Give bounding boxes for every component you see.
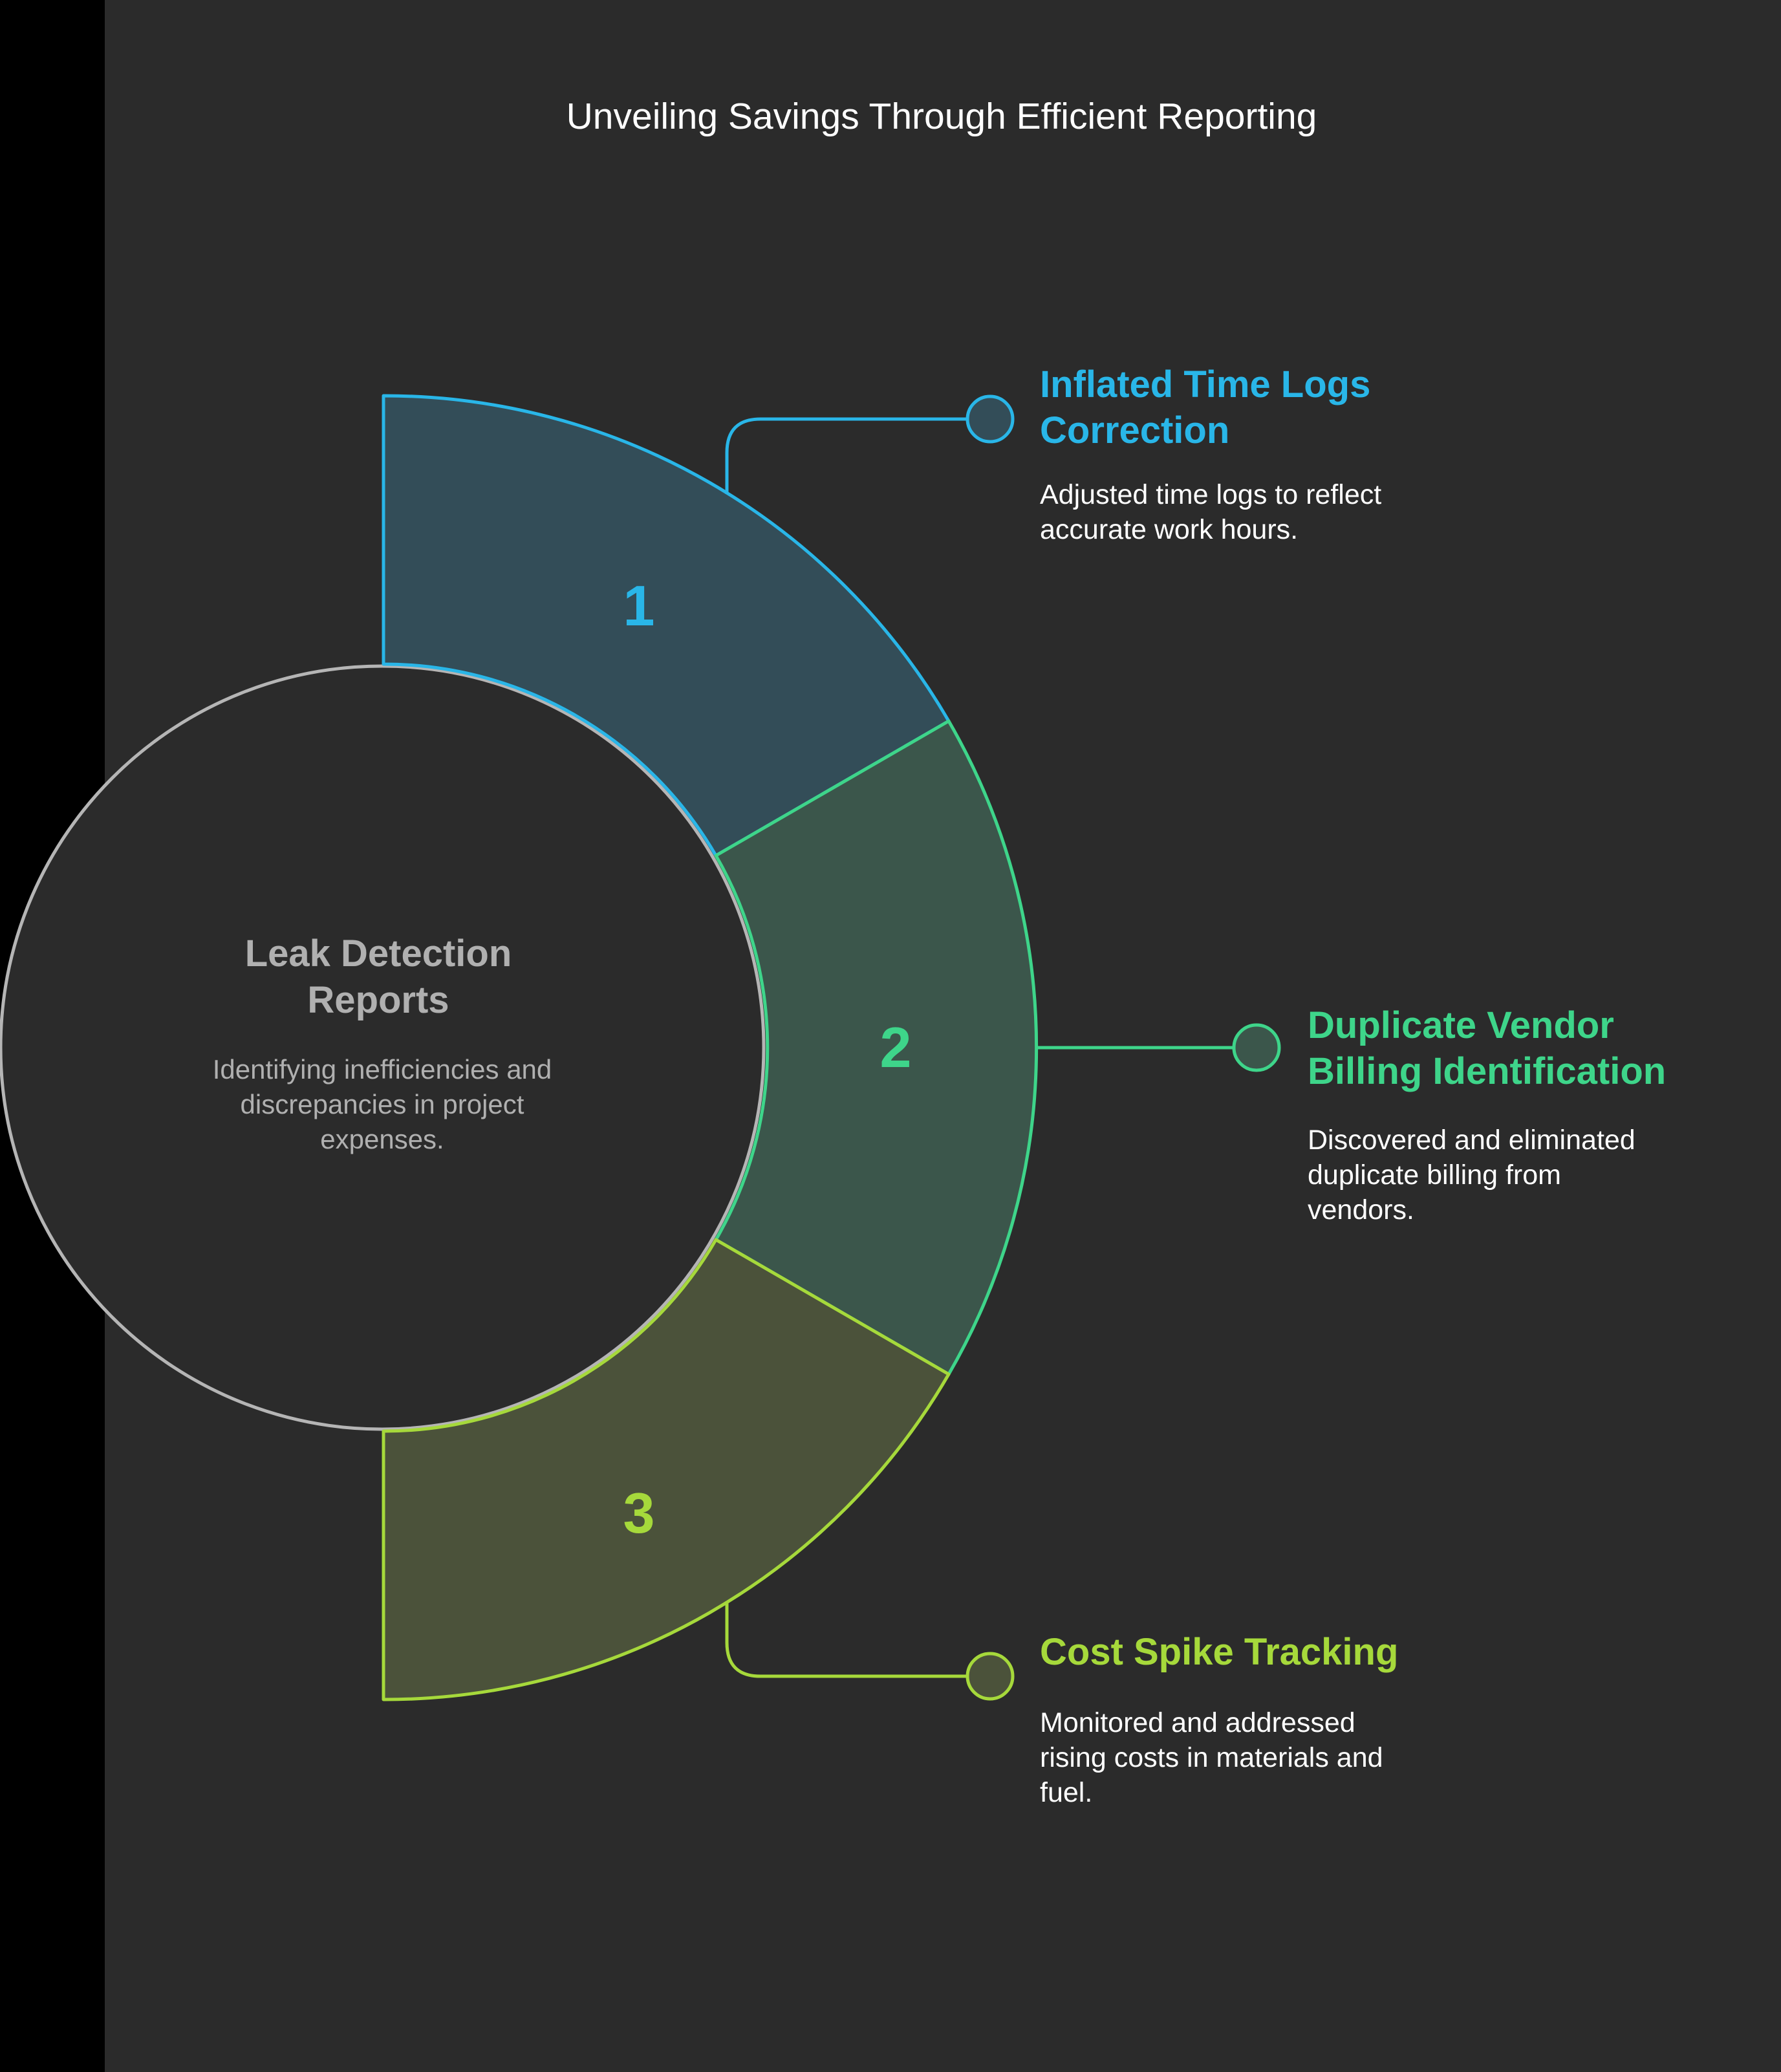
segment-1-connector xyxy=(725,417,968,494)
center-title-line-1: Leak Detection xyxy=(245,933,512,975)
center-label: Leak Detection Reports Identifying ineff… xyxy=(213,933,552,1154)
center-title-line-2: Reports xyxy=(307,979,449,1021)
segment-1-desc-line-1: Adjusted time logs to reflect xyxy=(1040,479,1381,510)
segment-2-desc-line-1: Discovered and eliminated xyxy=(1308,1125,1635,1156)
segment-3-title-line-1: Cost Spike Tracking xyxy=(1040,1631,1398,1673)
segment-2-shape xyxy=(714,719,1039,1376)
segment-1-title-line-1: Inflated Time Logs xyxy=(1040,363,1370,405)
segment-2-node xyxy=(1232,1023,1281,1072)
diagram-title: Unveiling Savings Through Efficient Repo… xyxy=(567,96,1317,137)
segment-1-title-line-2: Correction xyxy=(1040,409,1229,451)
segment-2-desc-line-2: duplicate billing from xyxy=(1308,1160,1561,1191)
center-desc-line-3: expenses. xyxy=(320,1124,444,1154)
segment-1: 1 Inflated Time Logs Correction Adjusted… xyxy=(382,363,1381,858)
segment-3: 3 Cost Spike Tracking Monitored and addr… xyxy=(382,1238,1398,1808)
center-desc-line-1: Identifying inefficiencies and xyxy=(213,1054,552,1085)
segment-3-desc-line-3: fuel. xyxy=(1040,1777,1092,1808)
segment-3-number: 3 xyxy=(623,1481,655,1545)
segment-3-node xyxy=(966,1652,1015,1701)
segment-3-desc-line-1: Monitored and addressed xyxy=(1040,1707,1355,1738)
segment-2-title-line-2: Billing Identification xyxy=(1308,1050,1666,1092)
segment-1-node xyxy=(966,394,1015,444)
segment-1-number: 1 xyxy=(623,574,655,638)
segment-1-shape xyxy=(382,394,951,858)
center-desc-line-2: discrepancies in project xyxy=(241,1089,524,1119)
segment-3-connector xyxy=(725,1601,968,1678)
segment-3-desc-line-2: rising costs in materials and xyxy=(1040,1742,1383,1773)
segment-2-title-line-1: Duplicate Vendor xyxy=(1308,1004,1614,1046)
segment-3-shape xyxy=(382,1238,951,1701)
segment-2-number: 2 xyxy=(880,1015,912,1079)
segment-2-desc-line-3: vendors. xyxy=(1308,1194,1414,1225)
segment-1-desc-line-2: accurate work hours. xyxy=(1040,514,1298,545)
center-circle xyxy=(0,664,766,1431)
segment-2: 2 Duplicate Vendor Billing Identificatio… xyxy=(714,719,1666,1376)
